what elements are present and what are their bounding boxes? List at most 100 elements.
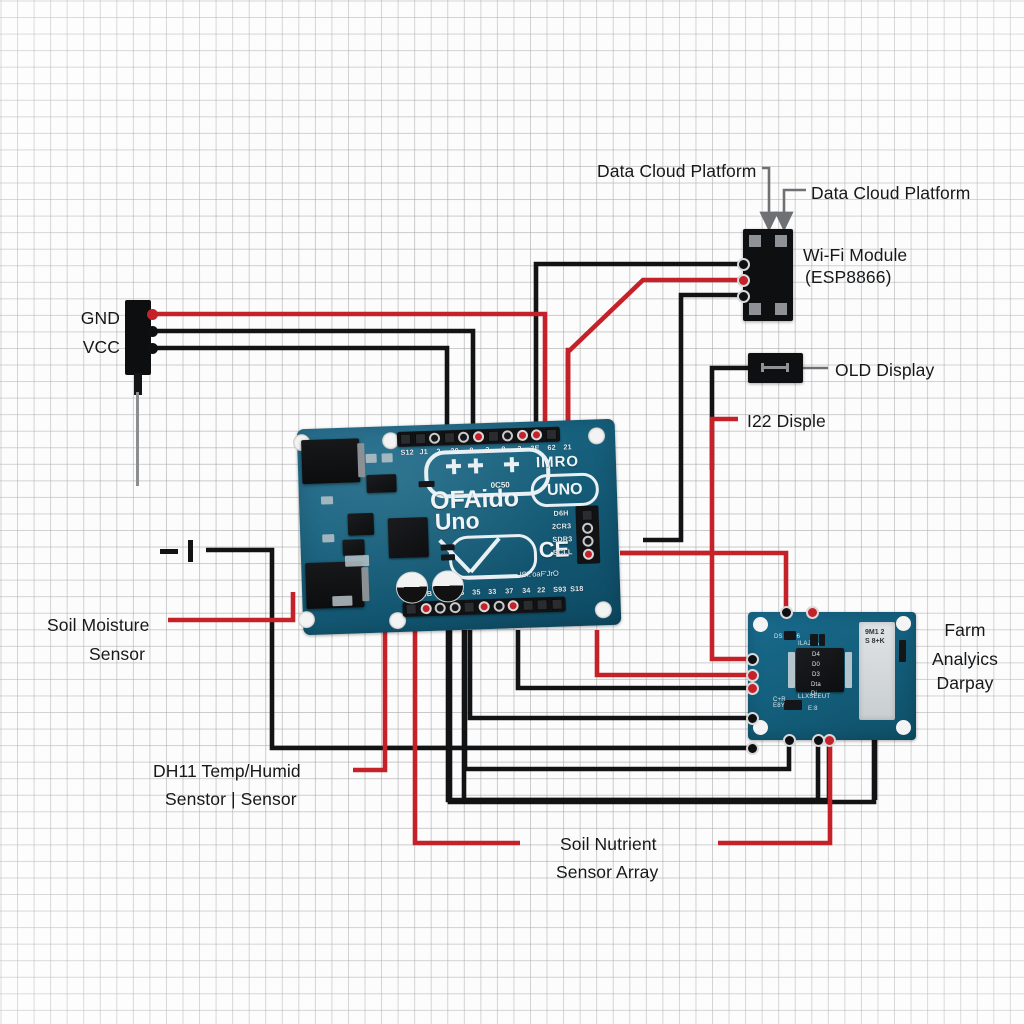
gnd-label: GND bbox=[80, 308, 120, 328]
pin-a5[interactable] bbox=[478, 601, 490, 613]
cloud-platform-label-top: Data Cloud Platform bbox=[597, 161, 757, 181]
sensor-pin-left-4[interactable] bbox=[746, 712, 759, 725]
probe-pin-gnd[interactable] bbox=[147, 309, 158, 320]
sensor-pin-silk-3: Dta bbox=[811, 682, 821, 688]
soil-nutrient-label-line1: Soil Nutrient bbox=[560, 834, 657, 854]
probe-pin-sig[interactable] bbox=[147, 343, 158, 354]
pin-d9[interactable] bbox=[458, 431, 470, 443]
pin-gnd-2[interactable] bbox=[522, 599, 534, 611]
digital-pin-label-0: S12 bbox=[400, 447, 415, 457]
smd-resistor-1 bbox=[418, 480, 435, 488]
farm-label-line1: Farm bbox=[944, 620, 986, 640]
board-brand-line2: Uno bbox=[434, 507, 480, 535]
probe-tine bbox=[136, 392, 139, 486]
sensor-lcd-strip bbox=[859, 622, 895, 720]
oled-display-label: OLD Display bbox=[835, 360, 935, 380]
probe-pin-vcc[interactable] bbox=[147, 326, 158, 337]
vcc-label: VCC bbox=[82, 337, 120, 357]
pin-a3[interactable] bbox=[449, 601, 461, 614]
analog-pin-label-10: S18 bbox=[569, 583, 584, 594]
sensor-ic-pins-left bbox=[788, 652, 795, 688]
dht11-switch-symbol[interactable] bbox=[160, 540, 212, 562]
pin-d4[interactable] bbox=[531, 429, 543, 441]
analog-pin-label-8: 22 bbox=[536, 585, 546, 595]
sensor-pin-bot-1[interactable] bbox=[783, 734, 796, 747]
i2c-pin-4[interactable] bbox=[582, 548, 595, 560]
power-jack-lip bbox=[361, 566, 370, 602]
arduino-uno-board[interactable]: S12 J1 2 20 8 3 8 2 3E 62 21 88S dB S3 S… bbox=[292, 418, 622, 636]
wifi-pin-2[interactable] bbox=[737, 274, 750, 287]
pin-5v[interactable] bbox=[536, 599, 549, 611]
i2c-pin-1[interactable] bbox=[581, 509, 593, 521]
pin-a2[interactable] bbox=[434, 602, 447, 614]
uno-logo: UNO bbox=[530, 472, 600, 508]
probe-stem bbox=[134, 373, 142, 395]
sensor-smd-4 bbox=[819, 634, 825, 646]
smd-led-1 bbox=[320, 496, 334, 505]
digital-pin-label-1: J1 bbox=[419, 446, 429, 457]
pin-d6[interactable] bbox=[501, 430, 514, 442]
i2c-label-3: SCLL bbox=[552, 547, 573, 557]
usb-serial-chip bbox=[347, 512, 375, 536]
digital-pin-label-9: 62 bbox=[547, 442, 556, 453]
farm-label-line3: Darpay bbox=[936, 673, 994, 693]
oled-display[interactable] bbox=[748, 353, 803, 383]
i2c-header[interactable] bbox=[575, 505, 601, 565]
pin-vin[interactable] bbox=[493, 600, 505, 612]
analog-pin-label-4: 35 bbox=[472, 587, 481, 597]
pin-d10[interactable] bbox=[443, 432, 455, 444]
pin-d7[interactable] bbox=[487, 430, 499, 442]
sensor-silk-br: E:8 bbox=[808, 706, 818, 712]
sensor-pin-top-1[interactable] bbox=[780, 606, 793, 619]
oled-arrow-icon bbox=[762, 366, 788, 369]
pin-a0[interactable] bbox=[405, 603, 417, 615]
sensor-pin-left-1[interactable] bbox=[746, 653, 759, 666]
wifi-pin-3[interactable] bbox=[737, 290, 750, 303]
digital-pin-label-10: 21 bbox=[563, 442, 572, 452]
soil-nutrient-label-line2: Sensor Array bbox=[556, 862, 659, 882]
i2c-label-0: D6H bbox=[553, 508, 569, 518]
probe-body bbox=[125, 300, 151, 375]
soil-nutrient-sensor-array-module[interactable]: ILAJAAAI LLXSEEUT DS D6 C+R E8Y E:8 D4 D… bbox=[748, 612, 916, 740]
wifi-pad-tl bbox=[749, 235, 761, 247]
pin-a1[interactable] bbox=[420, 602, 432, 615]
i2c-pin-2[interactable] bbox=[581, 522, 594, 534]
sensor-mh-tl bbox=[753, 617, 768, 632]
pin-a4[interactable] bbox=[463, 601, 476, 613]
sensor-pin-left-5[interactable] bbox=[746, 742, 759, 755]
sensor-pin-top-2[interactable] bbox=[806, 606, 819, 619]
dht11-label-line2: Senstor | Sensor bbox=[165, 789, 297, 809]
sensor-pin-bot-3[interactable] bbox=[823, 734, 836, 747]
pin-d11[interactable] bbox=[429, 432, 441, 444]
sensor-mh-tr bbox=[896, 616, 911, 631]
pin-d8[interactable] bbox=[472, 431, 485, 443]
sensor-ic-silk-bottom: LLXSEEUT bbox=[798, 694, 831, 700]
silk-block bbox=[332, 595, 353, 607]
usb-jack[interactable] bbox=[301, 438, 366, 485]
i2c-label-2: SDR3 bbox=[552, 534, 573, 544]
i2c-label-1: 2CR3 bbox=[551, 521, 572, 531]
sensor-pin-silk-1: D0 bbox=[812, 662, 821, 668]
sensor-pin-silk-4: Di bbox=[811, 691, 818, 697]
smd-resistor-3 bbox=[440, 554, 456, 561]
pin-d12[interactable] bbox=[414, 433, 426, 445]
i2c-pin-3[interactable] bbox=[582, 535, 594, 547]
sensor-silk-bl: C+R E8Y bbox=[773, 697, 786, 709]
pin-d5[interactable] bbox=[516, 429, 528, 442]
pin-d13[interactable] bbox=[399, 433, 412, 445]
sensor-main-ic bbox=[796, 648, 844, 692]
soil-moisture-label-line2: Sensor bbox=[88, 644, 146, 664]
sensor-pin-left-3[interactable] bbox=[746, 682, 759, 695]
red-wires bbox=[152, 277, 833, 846]
soil-moisture-probe[interactable] bbox=[125, 300, 151, 375]
wifi-module[interactable] bbox=[743, 229, 793, 321]
sensor-pin-left-2[interactable] bbox=[746, 669, 759, 682]
usb-lip bbox=[357, 443, 366, 478]
pin-3v3[interactable] bbox=[551, 598, 563, 610]
wifi-pin-1[interactable] bbox=[737, 258, 750, 271]
analog-pin-label-9: S93 bbox=[552, 584, 567, 594]
pin-gnd-1[interactable] bbox=[507, 600, 519, 612]
dht11-label-line1: DH11 Temp/Humid bbox=[153, 761, 301, 781]
pin-d3[interactable] bbox=[545, 428, 558, 441]
